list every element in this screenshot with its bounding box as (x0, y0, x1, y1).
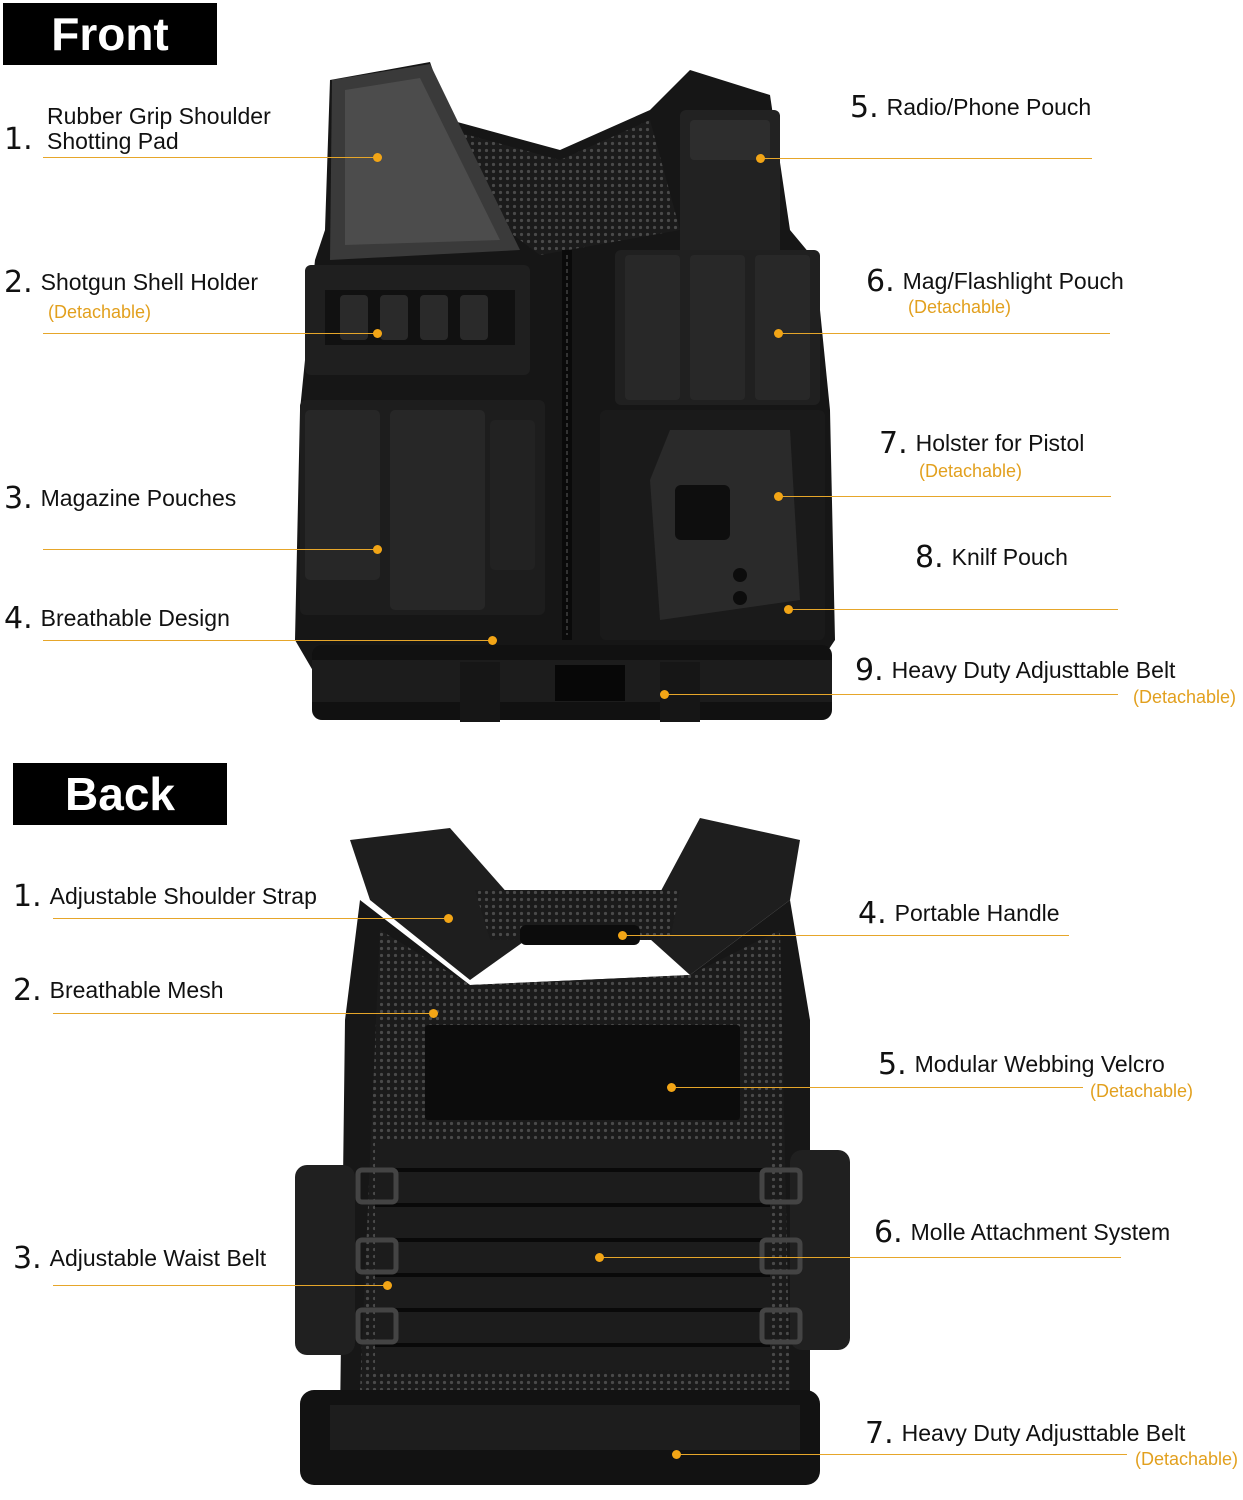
leader-line (778, 496, 1111, 497)
callout-note: (Detachable) (48, 302, 152, 322)
callout-number: 3. (13, 1241, 42, 1276)
callout-dot (444, 914, 453, 923)
leader-line (664, 694, 1118, 695)
callout-dot (756, 154, 765, 163)
callout-number: 4. (4, 601, 33, 636)
back-callout-3: 3. Adjustable Waist Belt (13, 1241, 266, 1276)
front-callout-4: 4. Breathable Design (4, 601, 230, 636)
callout-dot (373, 329, 382, 338)
callout-dot (373, 545, 382, 554)
callout-note: (Detachable) (1133, 687, 1237, 707)
callout-number: 5. (850, 90, 879, 125)
callout-number: 2. (13, 973, 42, 1008)
front-section-title: Front (3, 3, 217, 65)
callout-dot (660, 690, 669, 699)
callout-label: Radio/Phone Pouch (886, 94, 1092, 120)
callout-note: (Detachable) (919, 461, 1023, 481)
leader-line (53, 1285, 387, 1286)
leader-line (676, 1454, 1127, 1455)
front-callout-8: 8. Knilf Pouch (915, 540, 1068, 575)
leader-line (43, 549, 377, 550)
leader-line (671, 1087, 1083, 1088)
callout-label: Breathable Mesh (49, 977, 224, 1003)
leader-line (599, 1257, 1121, 1258)
callout-number: 6. (866, 264, 895, 299)
leader-line (43, 333, 377, 334)
callout-number: 1. (13, 879, 42, 914)
callout-dot (429, 1009, 438, 1018)
callout-label: Adjustable Shoulder Strap (49, 883, 317, 909)
leader-line (788, 609, 1118, 610)
callout-number: 2. (4, 265, 33, 300)
callout-note: (Detachable) (908, 297, 1012, 317)
callout-label: Holster for Pistol (915, 430, 1085, 456)
front-vest-image (295, 62, 835, 722)
callout-label-line1: Rubber Grip Shoulder (47, 103, 271, 129)
leader-line (53, 918, 448, 919)
callout-number: 7. (879, 426, 908, 461)
leader-line (778, 333, 1110, 334)
front-callout-2: 2. Shotgun Shell Holder (4, 265, 258, 300)
callout-dot (784, 605, 793, 614)
leader-line (53, 1013, 433, 1014)
back-vest-image (295, 818, 850, 1485)
callout-label: Heavy Duty Adjusttable Belt (891, 657, 1176, 683)
callout-dot (618, 931, 627, 940)
leader-line (622, 935, 1069, 936)
callout-label: Molle Attachment System (910, 1219, 1171, 1245)
callout-number: 3. (4, 481, 33, 516)
callout-label: Heavy Duty Adjusttable Belt (901, 1420, 1186, 1446)
callout-number: 1. (4, 122, 33, 157)
callout-number: 6. (874, 1215, 903, 1250)
callout-label: Breathable Design (40, 605, 230, 631)
front-callout-7: 7. Holster for Pistol (879, 426, 1084, 461)
callout-label: Adjustable Waist Belt (49, 1245, 267, 1271)
back-callout-1: 1. Adjustable Shoulder Strap (13, 879, 317, 914)
callout-dot (672, 1450, 681, 1459)
front-callout-9: 9. Heavy Duty Adjusttable Belt (855, 653, 1175, 688)
callout-number: 9. (855, 653, 884, 688)
callout-label: Portable Handle (894, 900, 1060, 926)
back-section-title: Back (13, 763, 227, 825)
leader-line (760, 158, 1092, 159)
callout-dot (595, 1253, 604, 1262)
callout-dot (373, 153, 382, 162)
callout-note: (Detachable) (1135, 1449, 1239, 1469)
callout-dot (774, 329, 783, 338)
callout-number: 8. (915, 540, 944, 575)
leader-line (43, 157, 377, 158)
callout-label: Shotgun Shell Holder (40, 269, 258, 295)
callout-label: Modular Webbing Velcro (914, 1051, 1165, 1077)
callout-label-line2: Shotting Pad (47, 128, 179, 154)
callout-dot (774, 492, 783, 501)
callout-number: 4. (858, 896, 887, 931)
back-callout-4: 4. Portable Handle (858, 896, 1060, 931)
callout-dot (383, 1281, 392, 1290)
back-callout-7: 7. Heavy Duty Adjusttable Belt (865, 1416, 1185, 1451)
leader-line (43, 640, 493, 641)
callout-label: Knilf Pouch (951, 544, 1068, 570)
back-callout-5: 5. Modular Webbing Velcro (878, 1047, 1165, 1082)
front-callout-5: 5. Radio/Phone Pouch (850, 90, 1091, 125)
back-callout-6: 6. Molle Attachment System (874, 1215, 1170, 1250)
front-callout-6: 6. Mag/Flashlight Pouch (866, 264, 1124, 299)
callout-dot (667, 1083, 676, 1092)
callout-label: Mag/Flashlight Pouch (902, 268, 1124, 294)
callout-note: (Detachable) (1090, 1081, 1194, 1101)
callout-label: Magazine Pouches (40, 485, 237, 511)
front-callout-3: 3. Magazine Pouches (4, 481, 236, 516)
back-callout-2: 2. Breathable Mesh (13, 973, 224, 1008)
callout-number: 5. (878, 1047, 907, 1082)
callout-dot (488, 636, 497, 645)
callout-number: 7. (865, 1416, 894, 1451)
